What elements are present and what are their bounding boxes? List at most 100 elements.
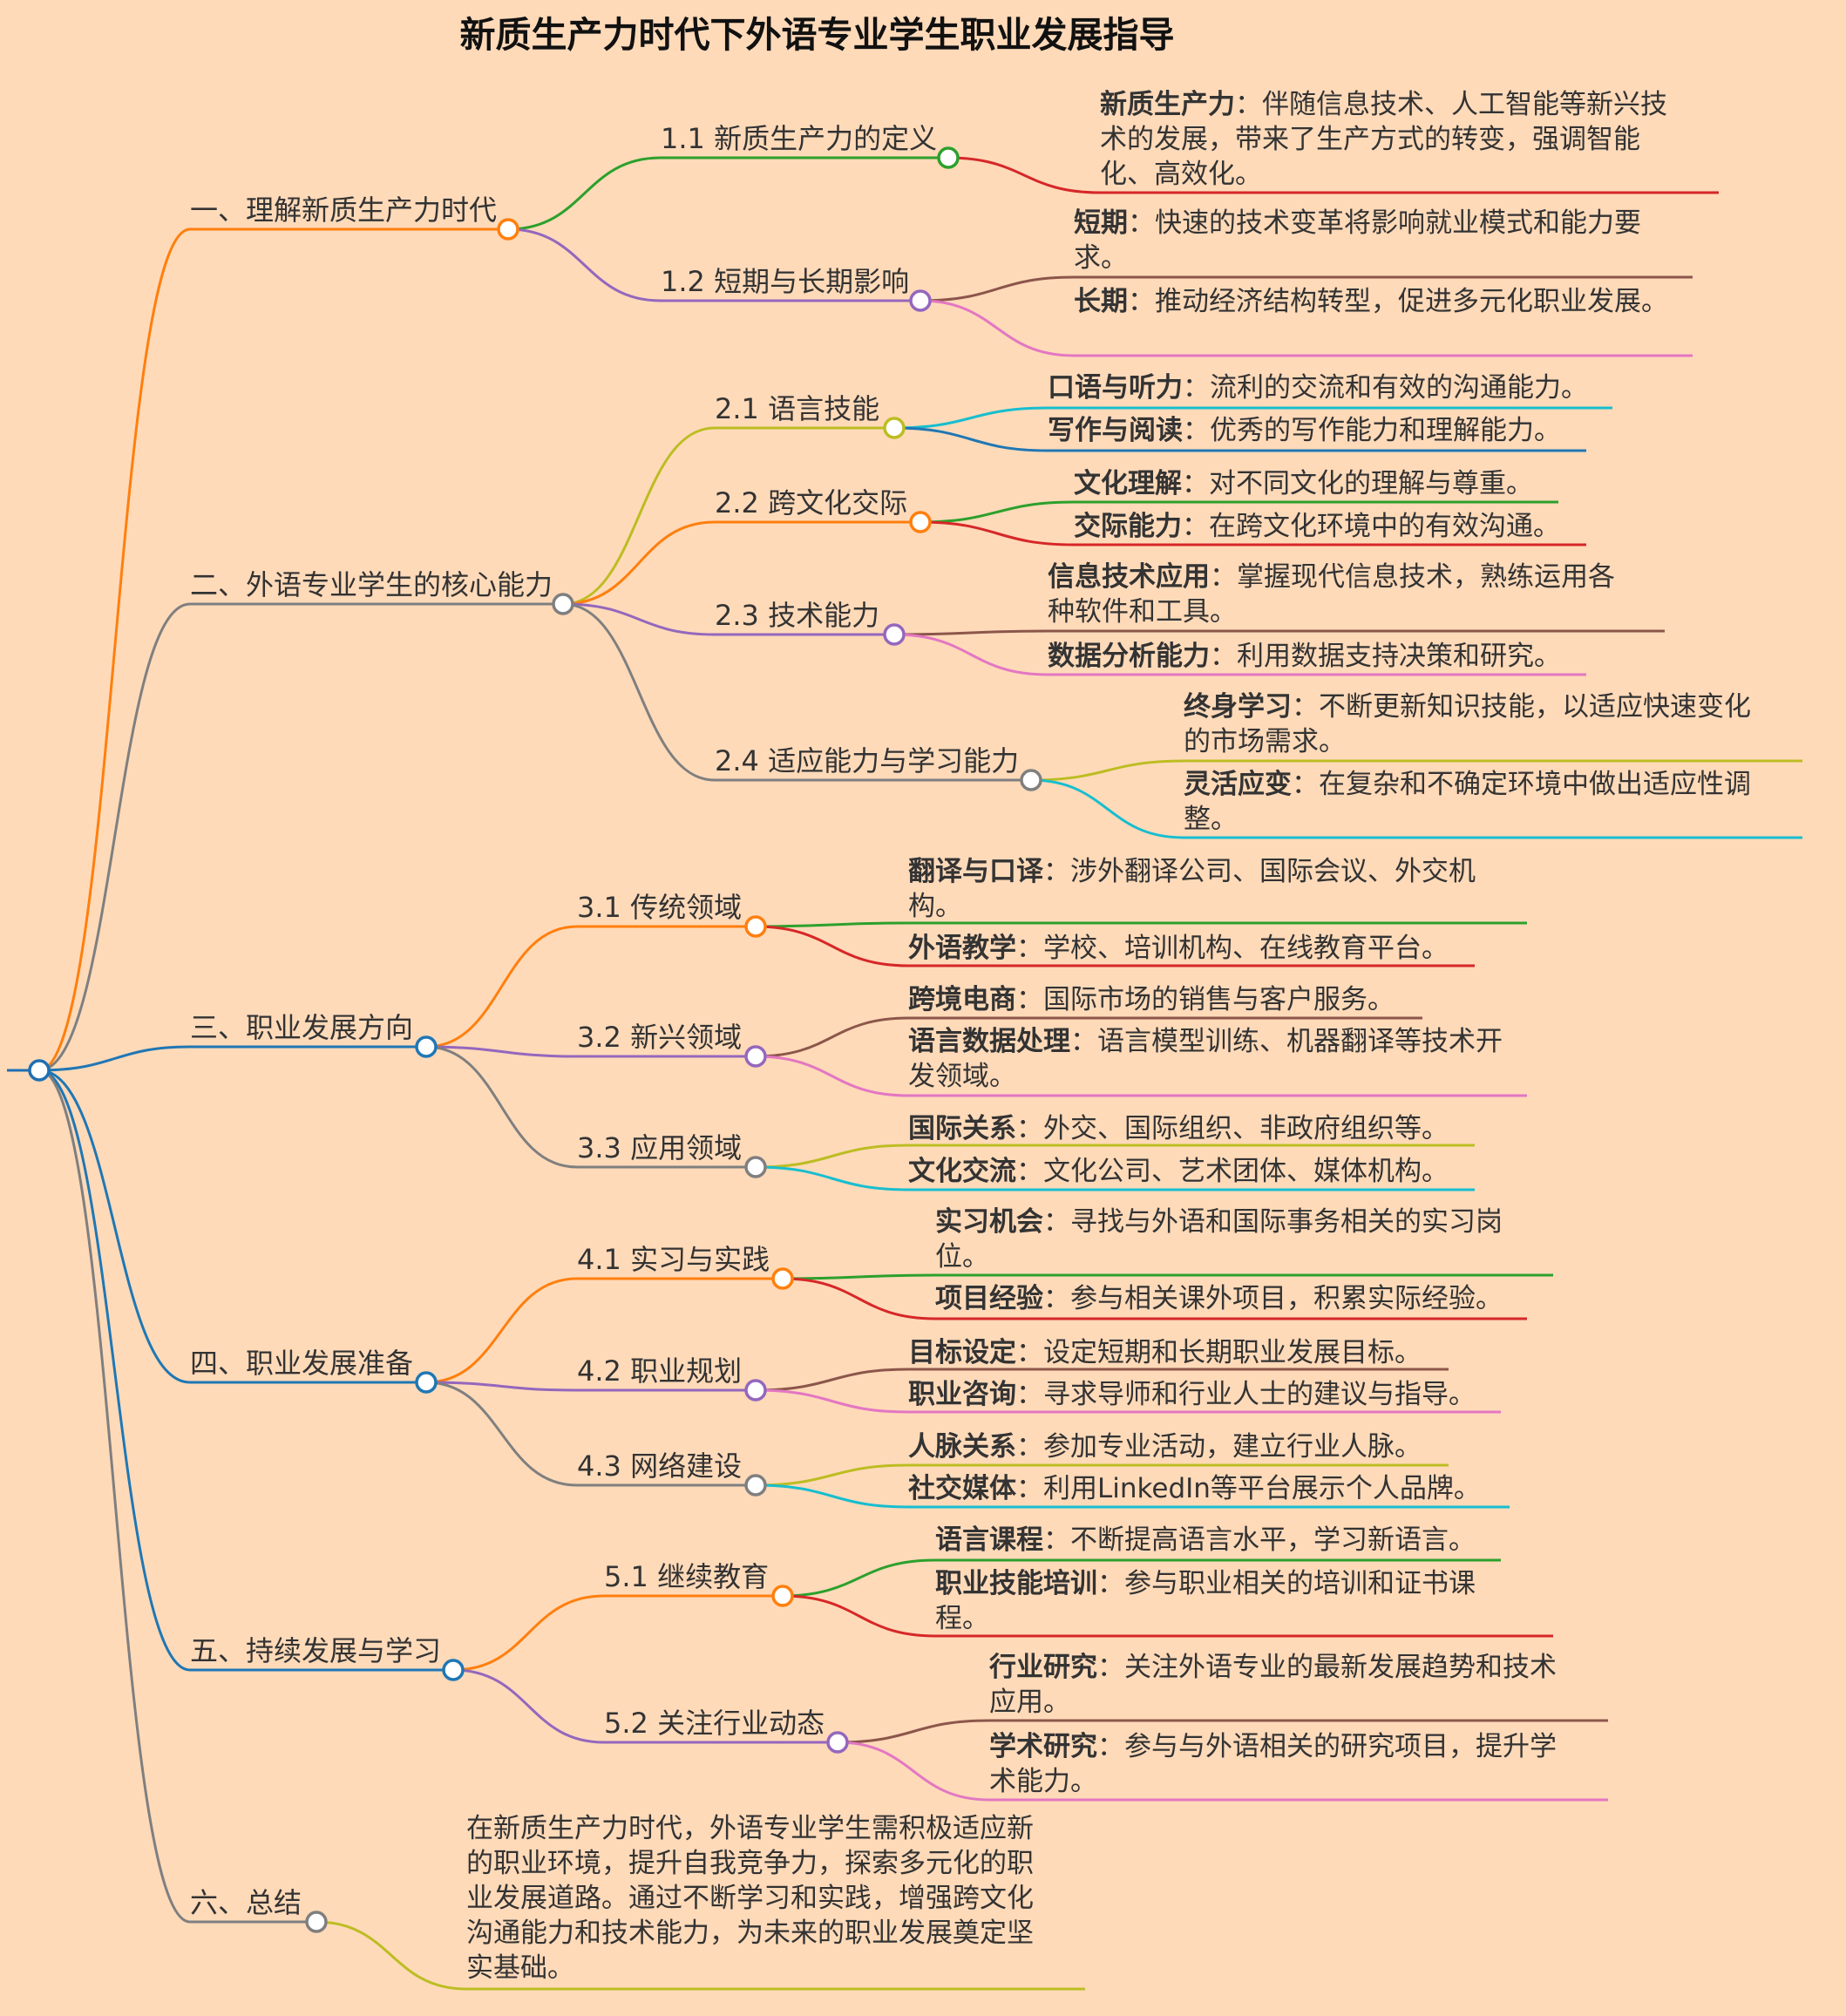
subtopic-node[interactable]	[744, 1045, 767, 1068]
leaf-description: ：掌握现代信息技术，熟练运用各种软件和工具。	[1048, 561, 1615, 628]
leaf-description: ：利用LinkedIn等平台展示个人品牌。	[1016, 1473, 1481, 1504]
branch-node[interactable]	[442, 1659, 465, 1681]
leaf-term: 目标设定	[908, 1337, 1016, 1368]
subtopic-connector	[425, 1381, 578, 1487]
subtopic-label[interactable]: 5.2 关注行业动态	[604, 1707, 825, 1740]
leaf-term: 学术研究	[989, 1731, 1097, 1762]
root-node[interactable]	[28, 1059, 51, 1082]
leaf-item: 文化交流：文化公司、艺术团体、媒体机构。	[908, 1154, 1510, 1189]
leaf-connector	[1030, 759, 1184, 782]
leaf-item: 信息技术应用：掌握现代信息技术，熟练运用各种软件和工具。	[1048, 560, 1640, 629]
branch-label-5[interactable]: 五、持续发展与学习	[190, 1634, 442, 1667]
subtopic-node[interactable]	[744, 1379, 767, 1402]
leaf-item: 跨境电商：国际市场的销售与客户服务。	[908, 982, 1510, 1017]
branch-node[interactable]	[497, 218, 519, 241]
subtopic-connector	[452, 1594, 605, 1672]
summary-connector	[316, 1920, 467, 1991]
leaf-description: ：文化公司、艺术团体、媒体机构。	[1016, 1156, 1449, 1187]
subtopic-connector	[425, 1277, 578, 1384]
branch-node[interactable]	[552, 593, 574, 615]
leaf-description: ：语言模型训练、机器翻译等技术开发领域。	[908, 1026, 1503, 1092]
leaf-connector	[755, 921, 909, 928]
subtopic-label[interactable]: 2.4 适应能力与学习能力	[715, 744, 1020, 777]
subtopic-node[interactable]	[1020, 769, 1042, 791]
subtopic-node[interactable]	[744, 915, 767, 938]
subtopic-connector	[425, 1381, 578, 1392]
leaf-term: 翻译与口译	[908, 856, 1043, 887]
subtopic-node[interactable]	[909, 289, 932, 312]
subtopic-label[interactable]: 2.2 跨文化交际	[715, 486, 908, 519]
leaf-connector	[755, 1165, 909, 1191]
subtopic-label[interactable]: 3.3 应用领域	[577, 1131, 743, 1164]
subtopic-node[interactable]	[883, 417, 906, 439]
leaf-connector	[755, 1463, 909, 1487]
subtopic-connector	[507, 156, 662, 231]
subtopic-label[interactable]: 2.3 技术能力	[715, 599, 880, 632]
leaf-connector	[947, 156, 1101, 194]
subtopic-label[interactable]: 4.1 实习与实践	[577, 1243, 770, 1276]
branch-node[interactable]	[415, 1371, 438, 1394]
subtopic-node[interactable]	[937, 146, 960, 169]
leaf-term: 信息技术应用	[1048, 561, 1210, 593]
subtopic-connector	[562, 520, 716, 606]
leaf-term: 人脉关系	[908, 1431, 1016, 1463]
leaf-term: 社交媒体	[908, 1473, 1016, 1504]
branch-label-3[interactable]: 三、职业发展方向	[190, 1011, 414, 1044]
branch-label-4[interactable]: 四、职业发展准备	[190, 1347, 414, 1380]
subtopic-node[interactable]	[744, 1156, 767, 1178]
subtopic-node[interactable]	[826, 1731, 849, 1754]
leaf-description: ：涉外翻译公司、国际会议、外交机构。	[908, 856, 1476, 922]
subtopic-label[interactable]: 3.1 传统领域	[577, 891, 743, 924]
subtopic-connector	[452, 1668, 605, 1744]
subtopic-connector	[562, 602, 716, 782]
subtopic-label[interactable]: 4.2 职业规划	[577, 1354, 743, 1388]
leaf-description: ：寻找与外语和国际事务相关的实习岗位。	[935, 1206, 1503, 1273]
leaf-description: ：流利的交流和有效的沟通能力。	[1183, 372, 1588, 404]
leaf-connector	[782, 1277, 936, 1320]
leaf-term: 数据分析能力	[1048, 641, 1210, 672]
leaf-term: 职业咨询	[908, 1379, 1016, 1410]
branch-label-6[interactable]: 六、总结	[190, 1886, 302, 1919]
branch-label-2[interactable]: 二、外语专业学生的核心能力	[190, 568, 553, 601]
subtopic-node[interactable]	[744, 1474, 767, 1497]
branch-node[interactable]	[415, 1035, 438, 1058]
leaf-connector	[837, 1741, 990, 1802]
leaf-connector	[782, 1558, 936, 1598]
subtopic-node[interactable]	[883, 623, 906, 646]
leaf-connector	[893, 426, 1049, 452]
leaf-connector	[755, 1055, 909, 1097]
leaf-description: ：利用数据支持决策和研究。	[1210, 641, 1561, 672]
branch-connector	[38, 227, 191, 1072]
leaf-item: 交际能力：在跨文化环境中的有效沟通。	[1074, 509, 1684, 544]
subtopic-connector	[425, 925, 578, 1049]
subtopic-label[interactable]: 3.2 新兴领域	[577, 1021, 743, 1054]
leaf-term: 语言课程	[935, 1524, 1043, 1556]
subtopic-connector	[562, 602, 716, 636]
leaf-connector	[755, 1368, 909, 1392]
leaf-description: ：伴随信息技术、人工智能等新兴技术的发展，带来了生产方式的转变，强调智能化、高效…	[1100, 89, 1667, 190]
subtopic-label[interactable]: 2.1 语言技能	[715, 392, 880, 425]
leaf-description: ：在复杂和不确定环境中做出适应性调整。	[1184, 769, 1751, 835]
leaf-connector	[920, 275, 1075, 302]
branch-node[interactable]	[305, 1911, 328, 1933]
subtopic-label[interactable]: 1.2 短期与长期影响	[661, 265, 910, 298]
leaf-term: 职业技能培训	[935, 1568, 1097, 1599]
subtopic-label[interactable]: 4.3 网络建设	[577, 1449, 743, 1483]
leaf-item: 文化理解：对不同文化的理解与尊重。	[1074, 466, 1684, 501]
leaf-item: 项目经验：参与相关课外项目，积累实际经验。	[935, 1281, 1528, 1316]
leaf-item: 社交媒体：利用LinkedIn等平台展示个人品牌。	[908, 1471, 1510, 1506]
leaf-item: 实习机会：寻找与外语和国际事务相关的实习岗位。	[935, 1205, 1528, 1274]
subtopic-node[interactable]	[771, 1267, 794, 1290]
subtopic-label[interactable]: 1.1 新质生产力的定义	[661, 122, 938, 155]
leaf-description: ：快速的技术变革将影响就业模式和能力要求。	[1074, 207, 1641, 274]
leaf-description: ：参与与外语相关的研究项目，提升学术能力。	[989, 1731, 1557, 1797]
leaf-item: 翻译与口译：涉外翻译公司、国际会议、外交机构。	[908, 854, 1510, 924]
subtopic-node[interactable]	[771, 1585, 794, 1607]
subtopic-node[interactable]	[909, 511, 932, 533]
leaf-description: ：设定短期和长期职业发展目标。	[1016, 1337, 1422, 1368]
leaf-description: ：学校、培训机构、在线教育平台。	[1016, 933, 1449, 964]
branch-label-1[interactable]: 一、理解新质生产力时代	[190, 193, 498, 227]
subtopic-label[interactable]: 5.1 继续教育	[604, 1560, 770, 1593]
